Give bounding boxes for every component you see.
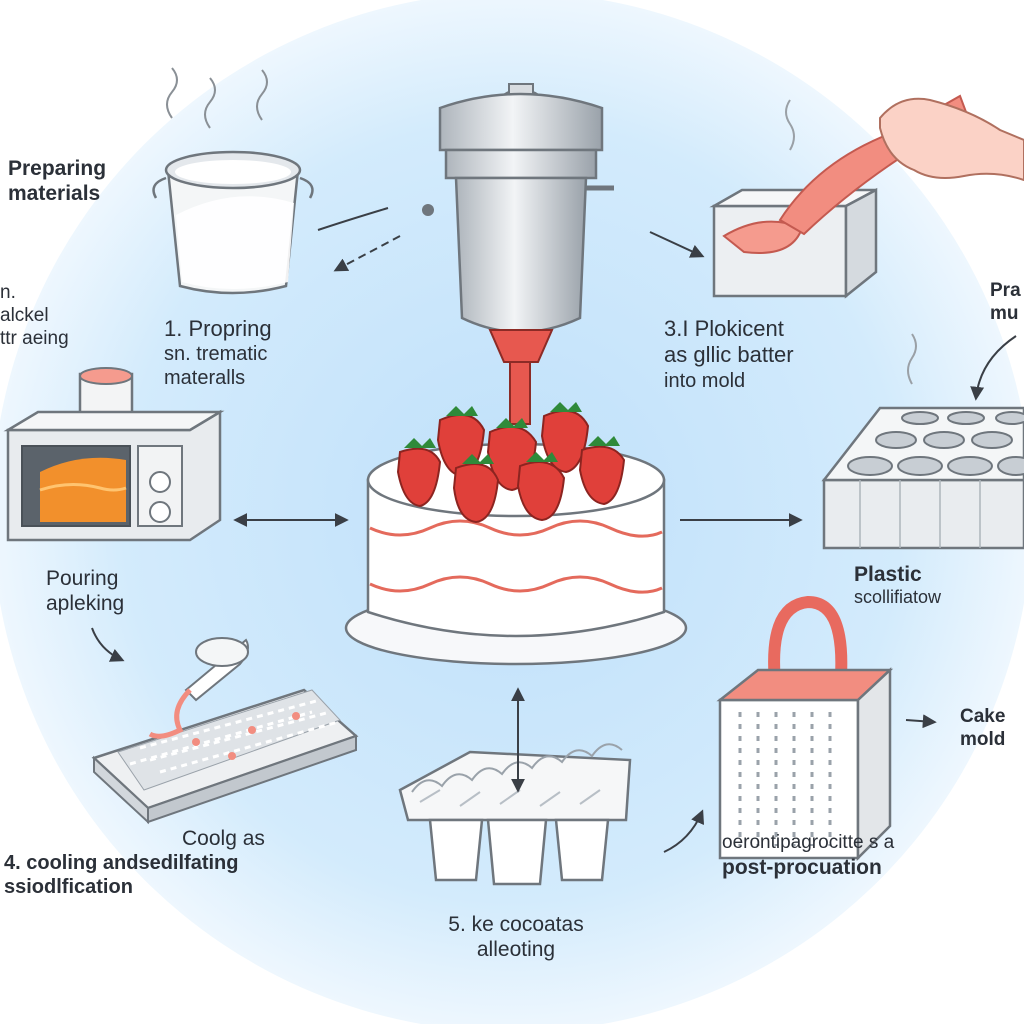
cupcake-mold-tray-icon bbox=[821, 333, 1024, 550]
strawberry-cake-icon bbox=[344, 402, 688, 666]
flow-arrows bbox=[91, 207, 1017, 853]
label-step-3: 3.I Plokicent as gllic batter into mold bbox=[664, 316, 794, 392]
microwave-oven-icon bbox=[3, 367, 225, 542]
cooling-grid-tray-icon bbox=[91, 637, 359, 825]
label-cooling: Coolg as 4. cooling andsedilfating ssiod… bbox=[4, 827, 265, 899]
strawberry-icon bbox=[396, 402, 626, 524]
label-step-1: 1. Propring sn. trematic materalls bbox=[164, 316, 272, 390]
hand-pouring-icon bbox=[709, 94, 1024, 299]
arrow-extruder-to-mold bbox=[649, 231, 705, 258]
arrow-pouring-down bbox=[91, 627, 125, 662]
label-preparing-materials: Preparing materials bbox=[8, 157, 107, 206]
arrow-to-square-mold bbox=[663, 809, 705, 853]
arrow-to-cupcake-tray bbox=[970, 335, 1017, 401]
label-post-procuation: oerontipagrocitte s a post-procuation bbox=[722, 832, 895, 879]
label-left-edge: n. alckel ttr aeing bbox=[0, 282, 69, 349]
label-step-5: 5. ke cocoatas alleoting bbox=[448, 913, 584, 962]
extruder-machine-icon bbox=[422, 83, 614, 425]
arrow-pot-tail bbox=[317, 207, 389, 231]
label-cake-mold: Cake mold bbox=[960, 706, 1006, 750]
stock-pot-icon bbox=[152, 67, 314, 295]
label-right-edge: Pra mu bbox=[990, 280, 1021, 324]
square-mold-box-icon bbox=[716, 595, 894, 862]
arrow-to-cake-mold bbox=[905, 714, 937, 729]
label-pouring: Pouring apleking bbox=[46, 567, 125, 616]
label-plastic: Plastic scollifiatow bbox=[854, 563, 942, 608]
